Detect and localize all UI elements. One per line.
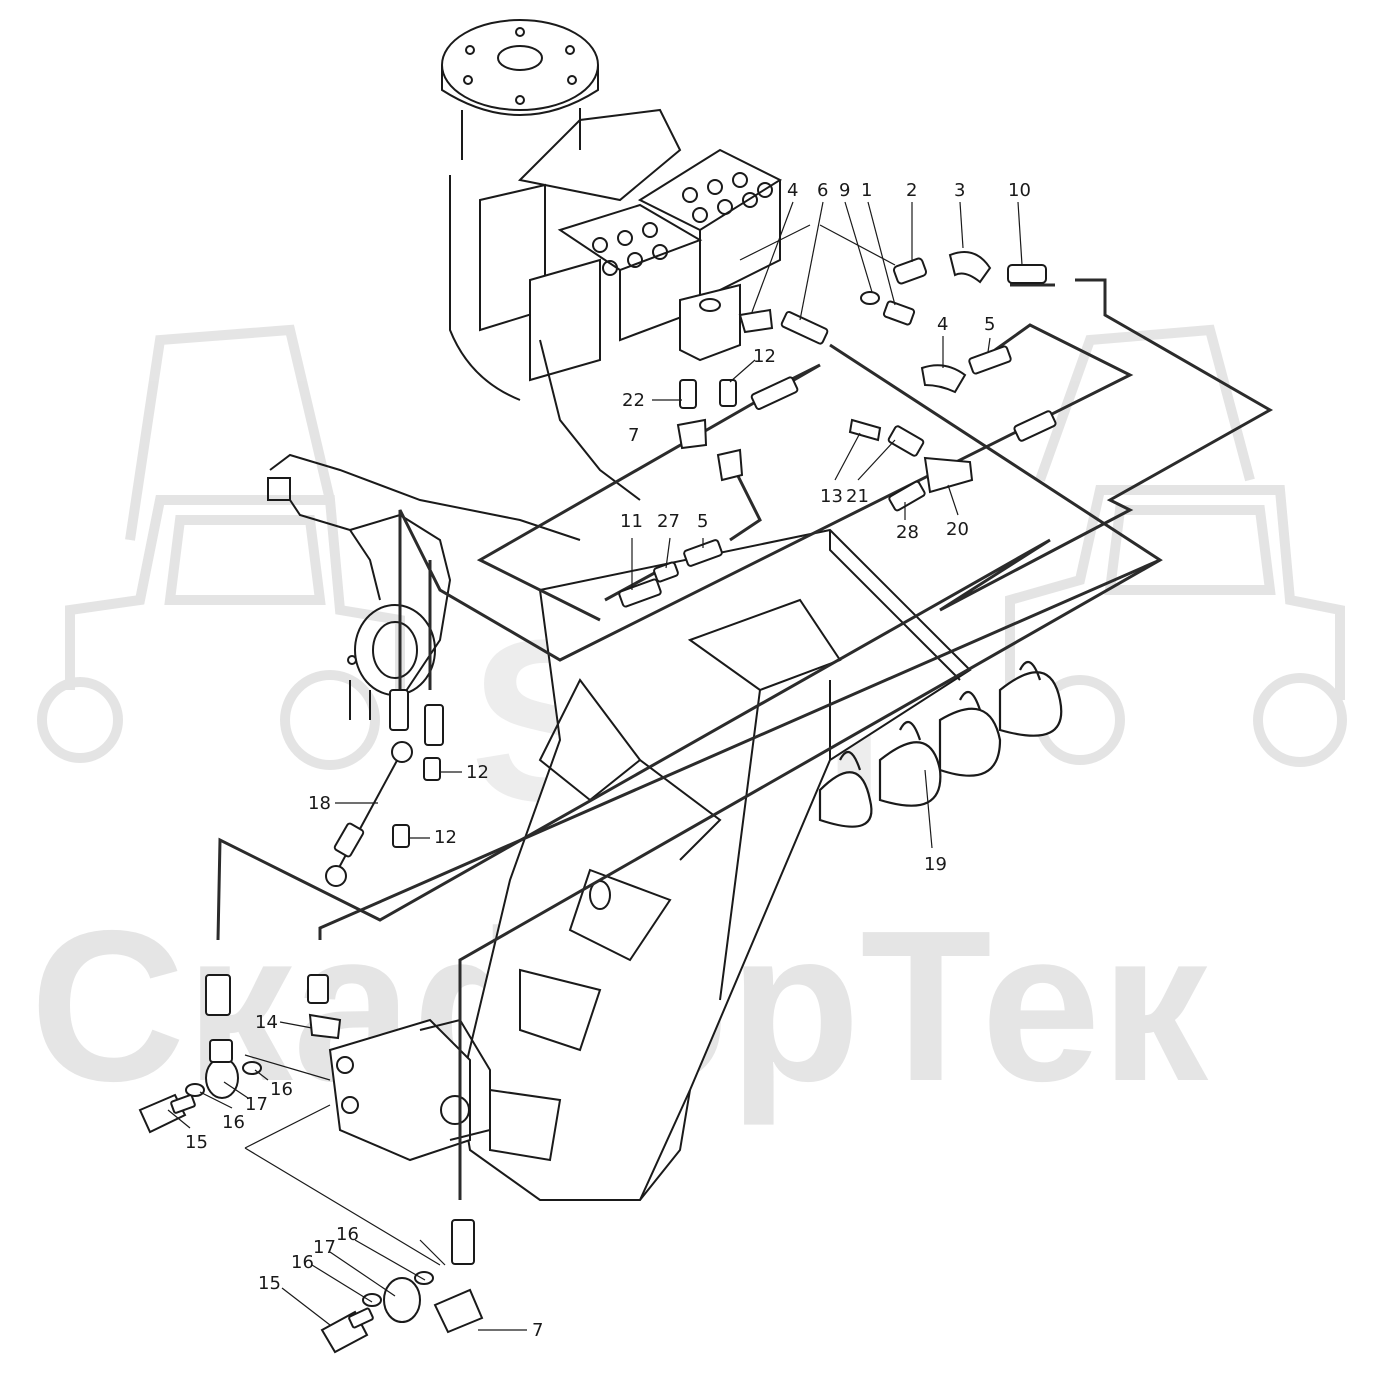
hose-5 [476,363,821,622]
fittings [138,251,1057,1354]
callout-19: 19 [924,854,947,875]
callout-12: 12 [466,762,489,783]
fitting-1 [882,300,916,326]
callout-14: 14 [255,1012,278,1033]
callout-9: 9 [839,180,850,201]
pump-flange [441,19,599,401]
callout-10: 10 [1008,180,1031,201]
fitting-5right [1013,410,1057,442]
tilt-cylinder [328,1018,491,1162]
fitting-14 [308,1013,342,1040]
fitting-20 [923,456,974,494]
fitting-banjo-left [205,1039,239,1099]
hose-4 [458,343,1163,1200]
fitting-3 [948,251,992,284]
callout-11: 11 [620,511,643,532]
fitting-27 [653,561,679,583]
callout-16: 16 [222,1112,245,1133]
valve-block [479,108,783,501]
fitting-18-rod [325,741,413,887]
callout-5: 5 [697,511,708,532]
fitting-4a [738,308,774,334]
fitting-rod-upper [389,689,444,746]
fitting-16-rings-bottom [362,1271,434,1307]
watermark-tractor-right [1005,324,1347,767]
callout-17: 17 [313,1237,336,1258]
callout-20: 20 [946,519,969,540]
fitting-5a [968,345,1012,375]
leader-lines [167,201,1023,1331]
callout-4: 4 [937,314,948,335]
callout-2: 2 [906,180,917,201]
fitting-7a [676,418,708,450]
callout-12: 12 [434,827,457,848]
upper-arm [267,453,581,720]
fitting-4b [920,364,967,394]
fitting-hose-end-bottom [451,1219,475,1265]
fitting-2 [892,257,928,285]
callout-7: 7 [532,1320,543,1341]
fitting-hose-end-left [205,974,231,1016]
fitting-12b [423,757,441,781]
fitting-hose-mid [750,376,799,410]
fitting-12a [719,379,737,407]
callout-15: 15 [258,1273,281,1294]
callout-13: 13 [820,486,843,507]
callout-7: 7 [628,425,639,446]
fitting-15-bolt-left [138,1093,196,1134]
fitting-15-bolt-bottom [320,1307,374,1354]
watermark-tractor-left [37,324,405,770]
fitting-7b [433,1288,484,1334]
fitting-13 [848,418,882,442]
callout-15: 15 [185,1132,208,1153]
callout-6: 6 [817,180,828,201]
callout-3: 3 [954,180,965,201]
fitting-9 [860,291,880,305]
valve-knobs [592,172,773,276]
fitting-12c [392,824,410,848]
fitting-banjo-bottom [383,1277,421,1323]
callout-12: 12 [753,346,776,367]
fitting-6 [780,311,829,345]
grapple-claws [818,660,1063,828]
callout-16: 16 [270,1079,293,1100]
fitting-5b [683,539,723,567]
callout-27: 27 [657,511,680,532]
fitting-21 [887,425,925,457]
fitting-11 [618,578,662,608]
hose-3 [398,323,1134,690]
hose-7 [728,459,762,542]
callout-22: 22 [622,390,645,411]
fitting-10 [1007,264,1047,284]
hose-1 [216,278,1274,941]
callout-4: 4 [787,180,798,201]
callout-18: 18 [308,793,331,814]
fitting-28 [888,480,926,512]
hose-6 [318,558,1161,940]
callout-28: 28 [896,522,919,543]
fitting-22 [679,379,697,409]
callout-17: 17 [245,1094,268,1115]
callout-5: 5 [984,314,995,335]
callouts: 4 6 9 1 2 3 10 4 5 12 22 7 13 21 28 20 1… [185,180,1031,1341]
callout-1: 1 [861,180,872,201]
callout-16: 16 [291,1252,314,1273]
fitting-hose-end-14 [307,974,329,1004]
callout-21: 21 [846,486,869,507]
fitting-16-rings-left [185,1061,262,1097]
fitting-elbow-mid [716,448,744,482]
callout-16: 16 [336,1224,359,1245]
